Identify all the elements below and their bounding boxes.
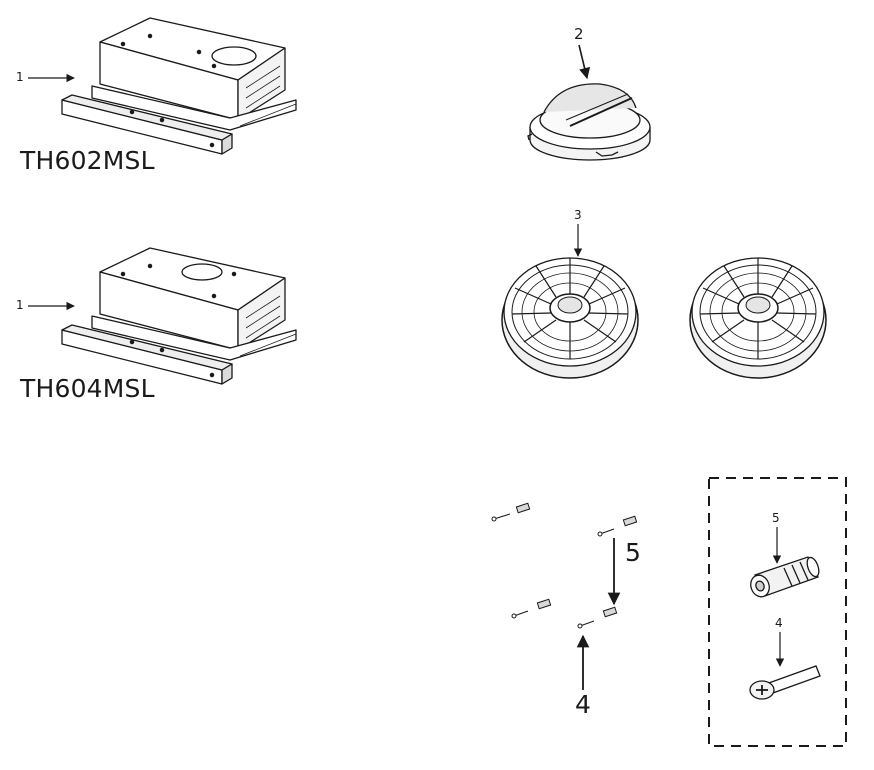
callout-arrow-2: [578, 44, 591, 80]
hood-th604msl: [61, 247, 297, 385]
callout-number-4-detail: 4: [775, 616, 783, 630]
hood-th602msl: [61, 17, 297, 155]
carbon-filter-right: [689, 257, 827, 379]
callout-number-5-large: 5: [625, 538, 641, 567]
callout-number-2: 2: [574, 25, 584, 43]
small-screws-plugs: [491, 502, 638, 629]
model-label-th604msl: TH604MSL: [20, 374, 155, 403]
screw-detail: [749, 665, 821, 700]
callout-number-1a: 1: [16, 70, 24, 84]
callout-number-5-detail: 5: [772, 511, 780, 525]
detail-box: [708, 477, 847, 747]
callout-number-4-large: 4: [575, 690, 591, 719]
callout-number-3: 3: [574, 208, 582, 222]
wall-plug-detail: [750, 556, 820, 598]
duct-adapter: [527, 83, 651, 161]
carbon-filter-left: [501, 257, 639, 379]
callout-number-1b: 1: [16, 298, 24, 312]
model-label-th602msl: TH602MSL: [20, 146, 155, 175]
